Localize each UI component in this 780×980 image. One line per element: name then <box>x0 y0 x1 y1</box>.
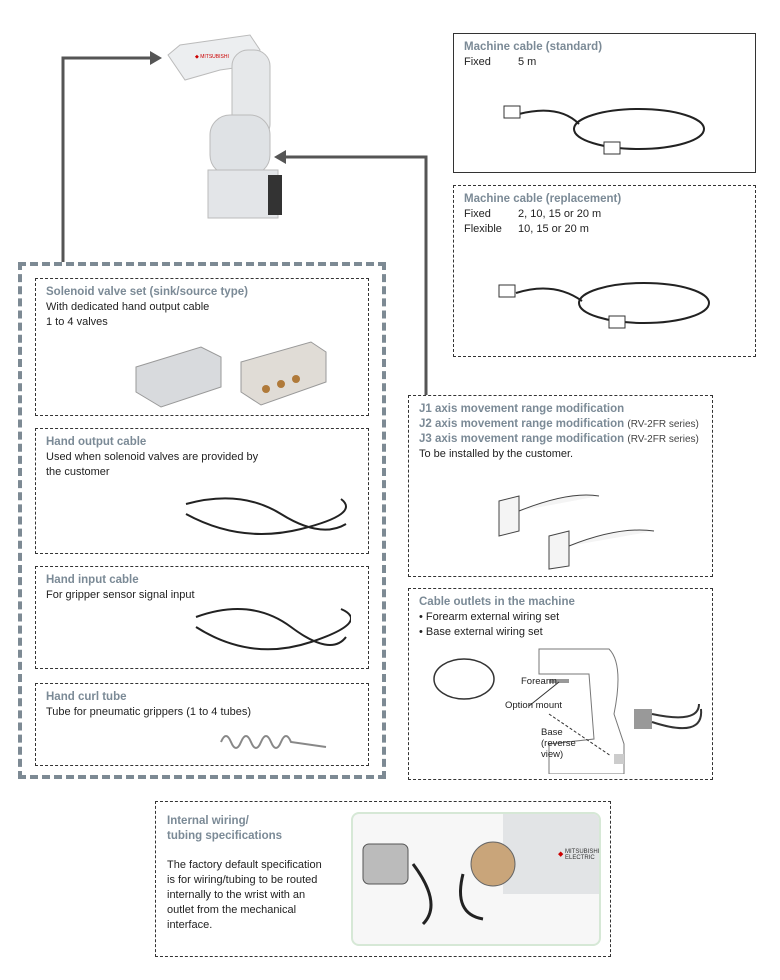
axis-j2-title: J2 axis movement range modification <box>419 418 625 430</box>
axis-note: (RV-2FR series) <box>627 434 699 445</box>
cable-image <box>498 282 710 329</box>
axis-text: To be installed by the customer. <box>419 448 574 460</box>
cable-type: Flexible <box>464 223 502 235</box>
mitsubishi-logo: MITSUBISHI ELECTRIC <box>565 849 600 861</box>
machine-cable-replacement-panel: Machine cable (replacement) Fixed 2, 10, … <box>453 185 756 357</box>
hand-input-cable-panel: Hand input cable For gripper sensor sign… <box>35 566 369 669</box>
cable-length: 2, 10, 15 or 20 m <box>518 208 602 220</box>
internal-text: internally to the wrist with an <box>167 889 306 901</box>
solenoid-title: Solenoid valve set (sink/source type) <box>46 286 248 298</box>
hand-options-group <box>18 262 386 779</box>
axis-note: (RV-2FR series) <box>627 419 699 430</box>
hand-output-text: Used when solenoid valves are provided b… <box>46 451 259 463</box>
hand-output-cable-panel: Hand output cable Used when solenoid val… <box>35 428 369 554</box>
solenoid-valve-panel: Solenoid valve set (sink/source type) Wi… <box>35 278 369 416</box>
hand-curl-tube-panel: Hand curl tube Tube for pneumatic grippe… <box>35 683 369 766</box>
internal-text: outlet from the mechanical <box>167 904 297 916</box>
svg-text:◆: ◆ <box>558 851 564 858</box>
base-label: Base (reverse view) <box>541 727 576 760</box>
axis-modification-panel: J1 axis movement range modification J2 a… <box>408 395 713 577</box>
solenoid-text: With dedicated hand output cable <box>46 301 210 313</box>
robot-arm-image: ◆ MITSUBISHI <box>167 34 282 219</box>
internal-title: Internal wiring/ <box>167 815 249 827</box>
curl-tube-title: Hand curl tube <box>46 691 127 703</box>
internal-text: is for wiring/tubing to be routed <box>167 874 318 886</box>
hand-output-text: the customer <box>46 466 110 478</box>
svg-text:◆ MITSUBISHI: ◆ MITSUBISHI <box>195 54 229 60</box>
hand-input-text: For gripper sensor signal input <box>46 589 195 601</box>
solenoid-valve-image <box>135 341 327 408</box>
internal-title: tubing specifications <box>167 830 283 842</box>
cable-length: 5 m <box>518 56 537 68</box>
internal-text: The factory default specification <box>167 859 322 871</box>
cable-image <box>503 105 705 155</box>
hand-output-cable-image <box>185 497 347 535</box>
hand-input-title: Hand input cable <box>46 574 139 586</box>
internal-text: interface. <box>167 919 213 931</box>
connector-arrows <box>61 51 428 395</box>
axis-j3-title: J3 axis movement range modification <box>419 433 625 445</box>
cable-outlets-panel: Cable outlets in the machine • Forearm e… <box>408 588 713 780</box>
stopper-parts-image <box>498 494 655 570</box>
outlet-bullet: Forearm external wiring set <box>425 611 560 623</box>
internal-wiring-panel: Internal wiring/ tubing specifications T… <box>155 801 611 957</box>
solenoid-text: 1 to 4 valves <box>46 316 108 328</box>
machine-cable-standard-panel: Machine cable (standard) Fixed 5 m <box>453 33 756 173</box>
outlet-diagram <box>433 648 703 774</box>
hand-output-title: Hand output cable <box>46 436 147 448</box>
outlets-title: Cable outlets in the machine <box>419 596 575 608</box>
outlet-bullet: Base external wiring set <box>425 626 543 638</box>
cable-length: 10, 15 or 20 m <box>518 223 589 235</box>
curl-tube-text: Tube for pneumatic grippers (1 to 4 tube… <box>46 706 252 718</box>
option-mount-label: Option mount <box>505 700 563 711</box>
curl-tube-image <box>220 735 327 749</box>
cable-type: Fixed <box>464 56 491 68</box>
machine-cable-standard-title: Machine cable (standard) <box>464 41 603 53</box>
forearm-label: Forearm <box>521 676 557 687</box>
cable-type: Fixed <box>464 208 491 220</box>
axis-j1-title: J1 axis movement range modification <box>419 403 625 415</box>
hand-input-cable-image <box>195 608 351 651</box>
internal-wiring-photo: ◆ MITSUBISHI ELECTRIC <box>351 812 601 946</box>
machine-cable-replacement-title: Machine cable (replacement) <box>464 193 622 205</box>
